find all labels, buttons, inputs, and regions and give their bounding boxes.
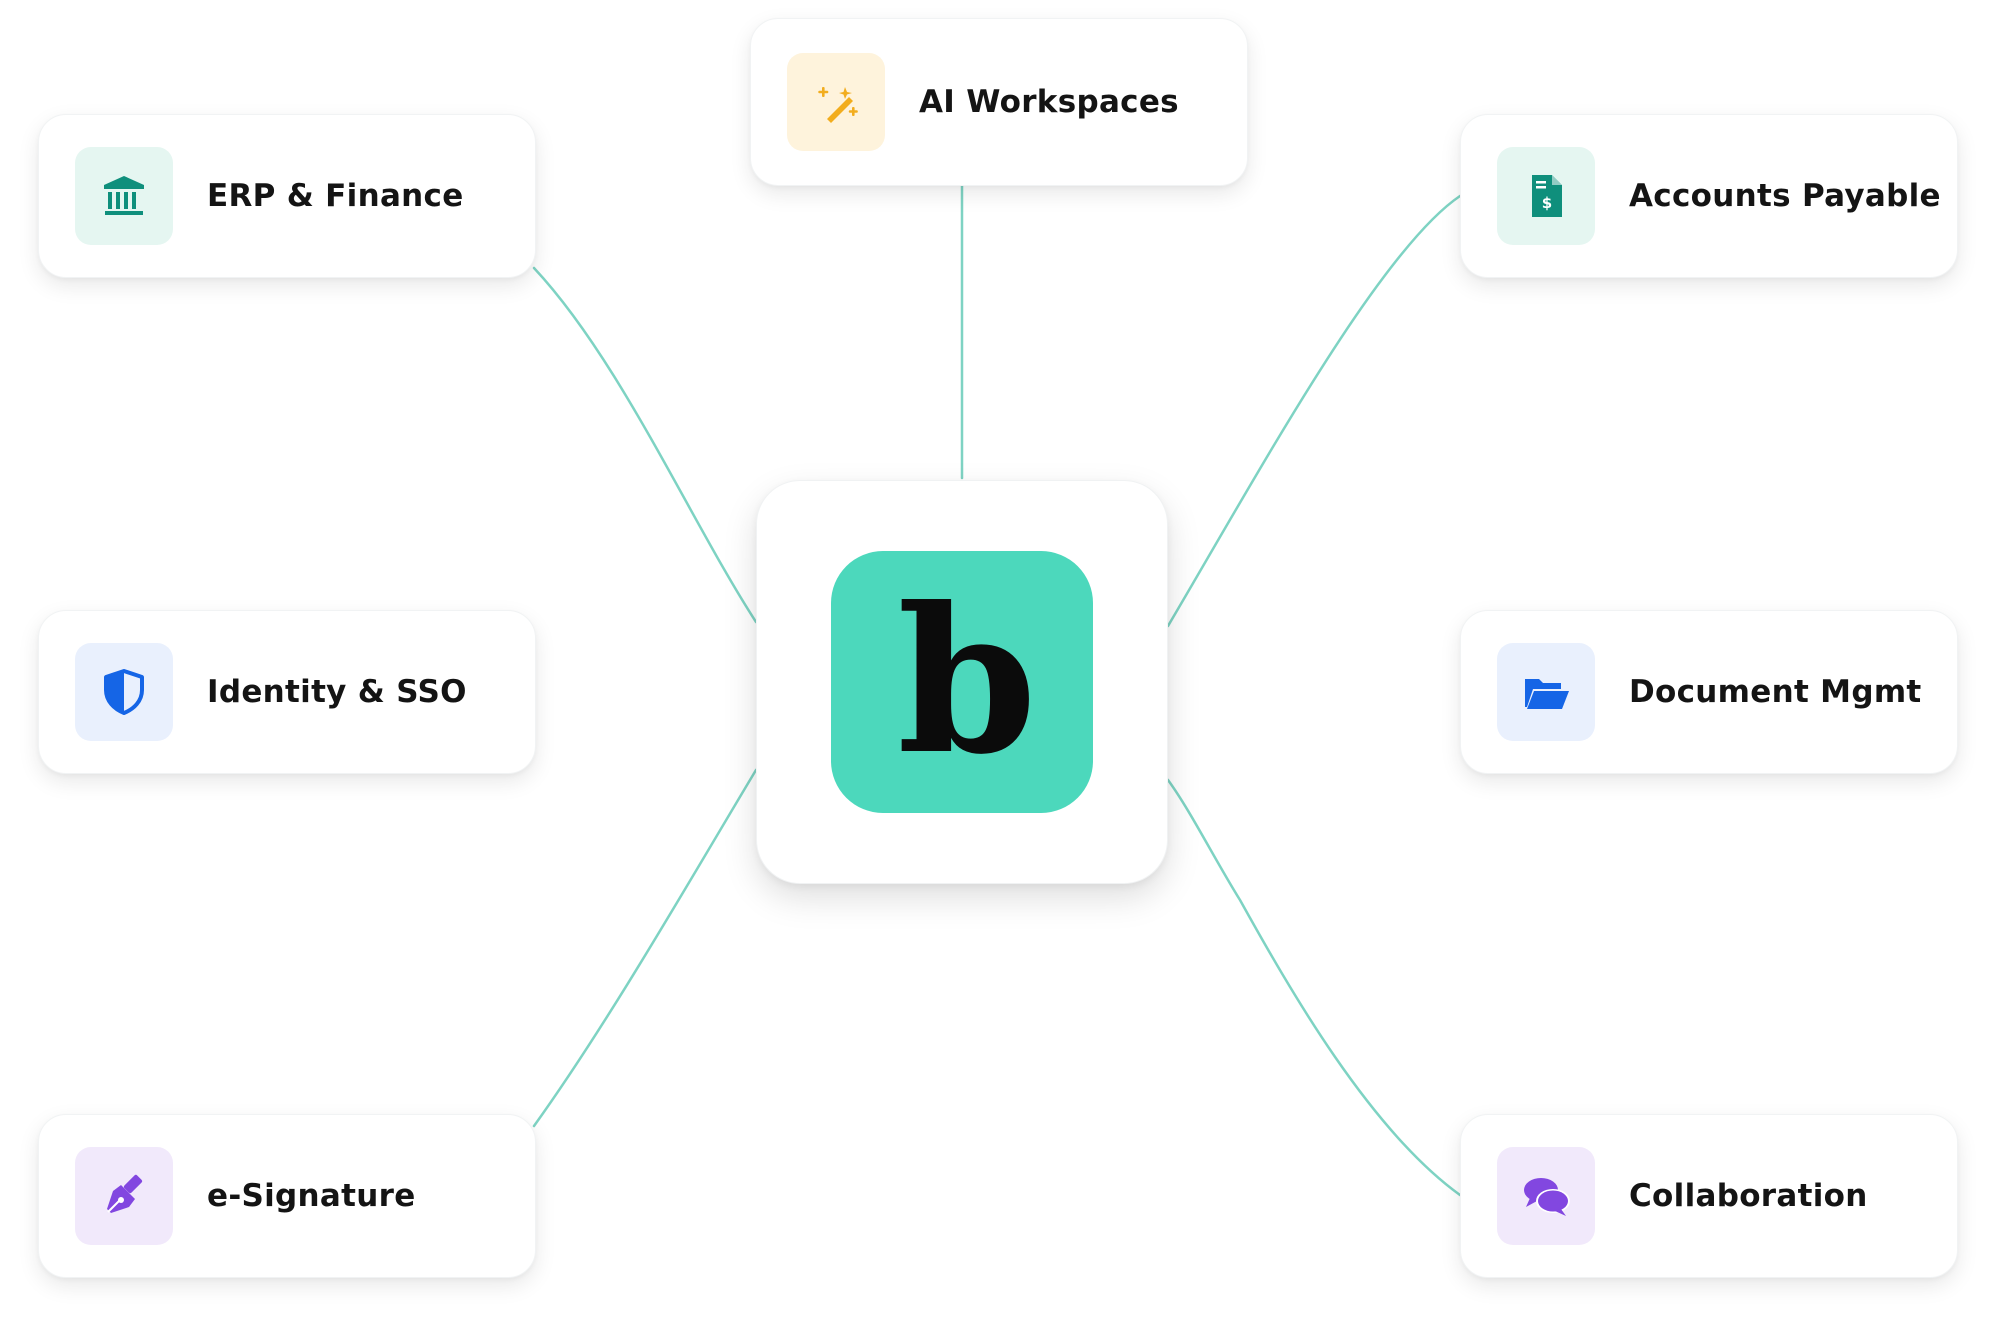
- shield-icon: [97, 665, 151, 719]
- magic-wand-icon: [809, 75, 863, 129]
- tile-collaboration: [1497, 1147, 1595, 1245]
- invoice-dollar-icon: $: [1519, 169, 1573, 223]
- card-identity-sso[interactable]: Identity & SSO: [38, 610, 536, 774]
- tile-ai-workspaces: [787, 53, 885, 151]
- connector-e-signature: [532, 768, 758, 1128]
- tile-erp-finance: [75, 147, 173, 245]
- tile-identity-sso: [75, 643, 173, 741]
- integration-label: Document Mgmt: [1629, 674, 1922, 710]
- connector-accounts-payable: [1166, 194, 1462, 628]
- logo-letter: b: [897, 564, 1037, 799]
- connector-collaboration: [1166, 778, 1462, 1197]
- integration-label: Collaboration: [1629, 1178, 1868, 1214]
- card-accounts-payable[interactable]: $ Accounts Payable: [1460, 114, 1958, 278]
- card-document-mgmt[interactable]: Document Mgmt: [1460, 610, 1958, 774]
- card-erp-finance[interactable]: ERP & Finance: [38, 114, 536, 278]
- card-collaboration[interactable]: Collaboration: [1460, 1114, 1958, 1278]
- tile-e-signature: [75, 1147, 173, 1245]
- hub-card[interactable]: b: [756, 480, 1168, 884]
- folder-open-icon: [1519, 665, 1573, 719]
- integration-label: ERP & Finance: [207, 178, 464, 214]
- tile-accounts-payable: $: [1497, 147, 1595, 245]
- integration-label: AI Workspaces: [919, 84, 1179, 120]
- integration-label: Accounts Payable: [1629, 178, 1941, 214]
- pen-nib-icon: [97, 1169, 151, 1223]
- connector-erp-finance: [532, 266, 758, 624]
- integration-label: e-Signature: [207, 1178, 416, 1214]
- chat-bubbles-icon: [1519, 1169, 1573, 1223]
- bank-icon: [97, 169, 151, 223]
- tile-document-mgmt: [1497, 643, 1595, 741]
- card-ai-workspaces[interactable]: AI Workspaces: [750, 18, 1248, 186]
- card-e-signature[interactable]: e-Signature: [38, 1114, 536, 1278]
- brand-b-logo: b: [831, 551, 1093, 813]
- integration-label: Identity & SSO: [207, 674, 467, 710]
- svg-text:$: $: [1542, 194, 1552, 212]
